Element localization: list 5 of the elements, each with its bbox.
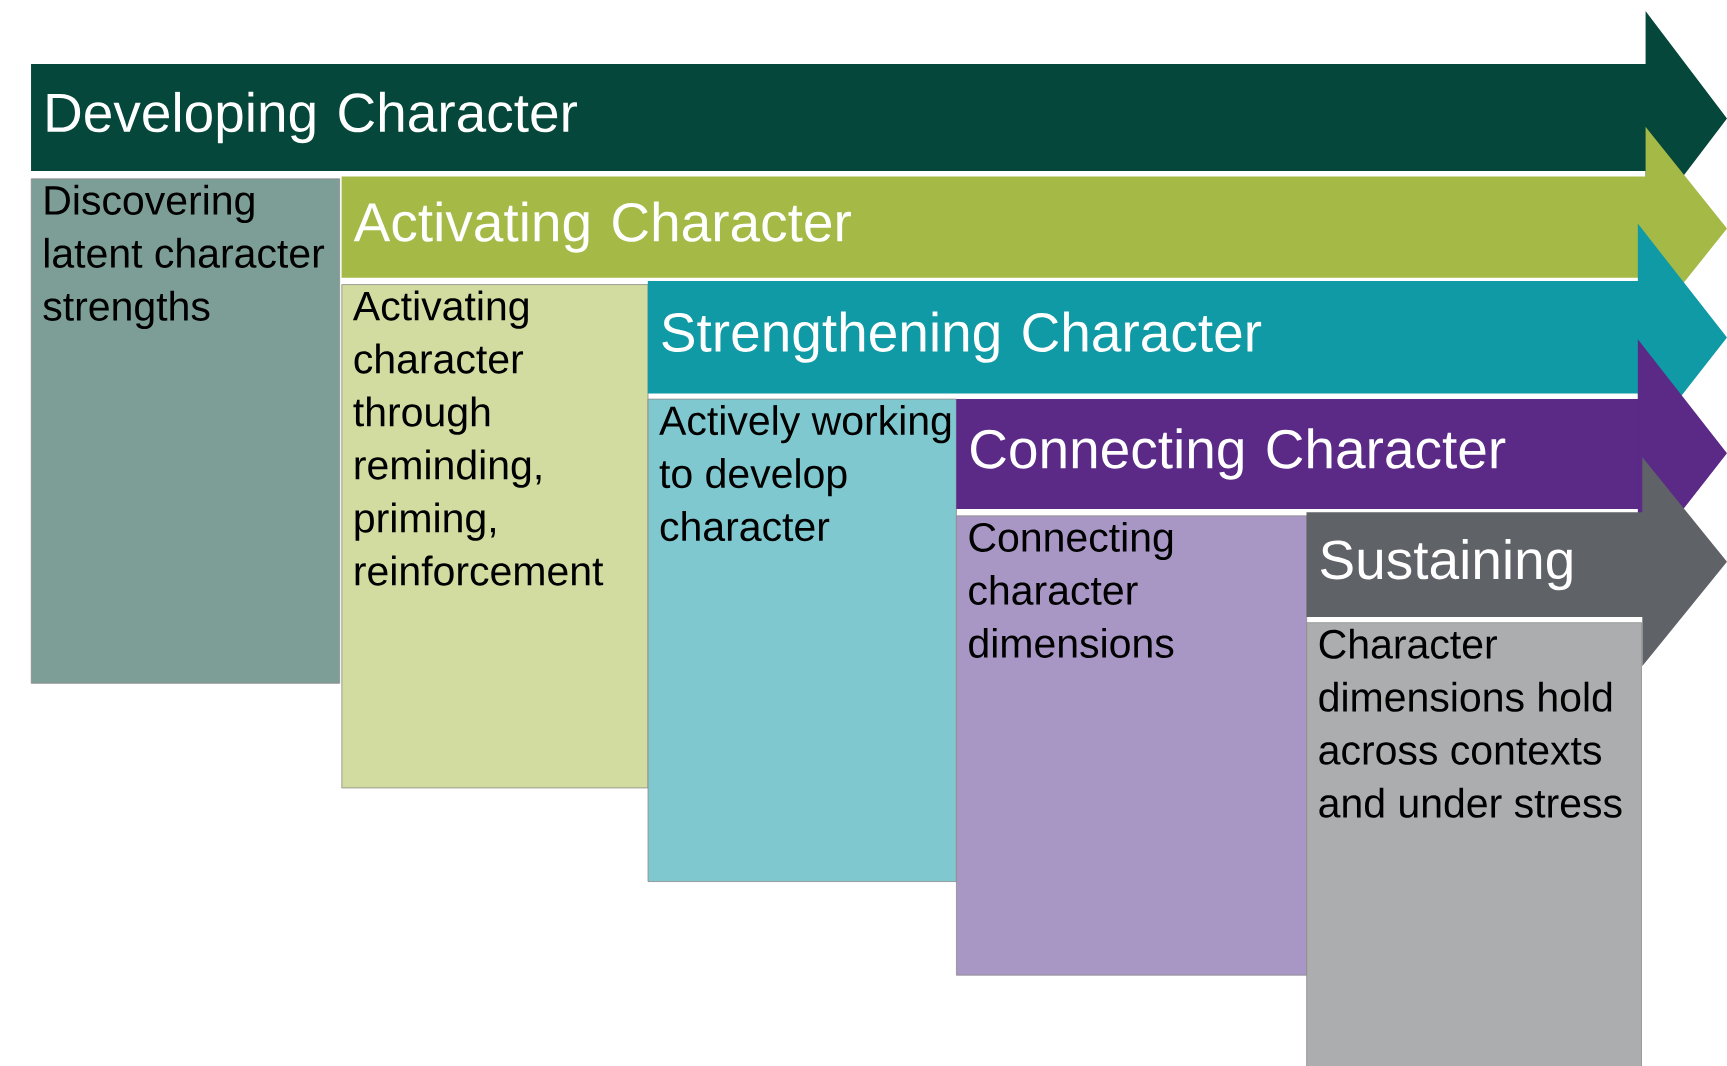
description-box: Activating character through reminding, priming, reinforcement [341, 284, 649, 789]
description-box: Actively working to develop character [647, 398, 957, 882]
description-box: Character dimensions hold across contexts and under stress [1306, 622, 1642, 1066]
description-box: Discovering latent character strengths [30, 178, 341, 684]
description-box: Connecting character dimensions [956, 515, 1308, 976]
